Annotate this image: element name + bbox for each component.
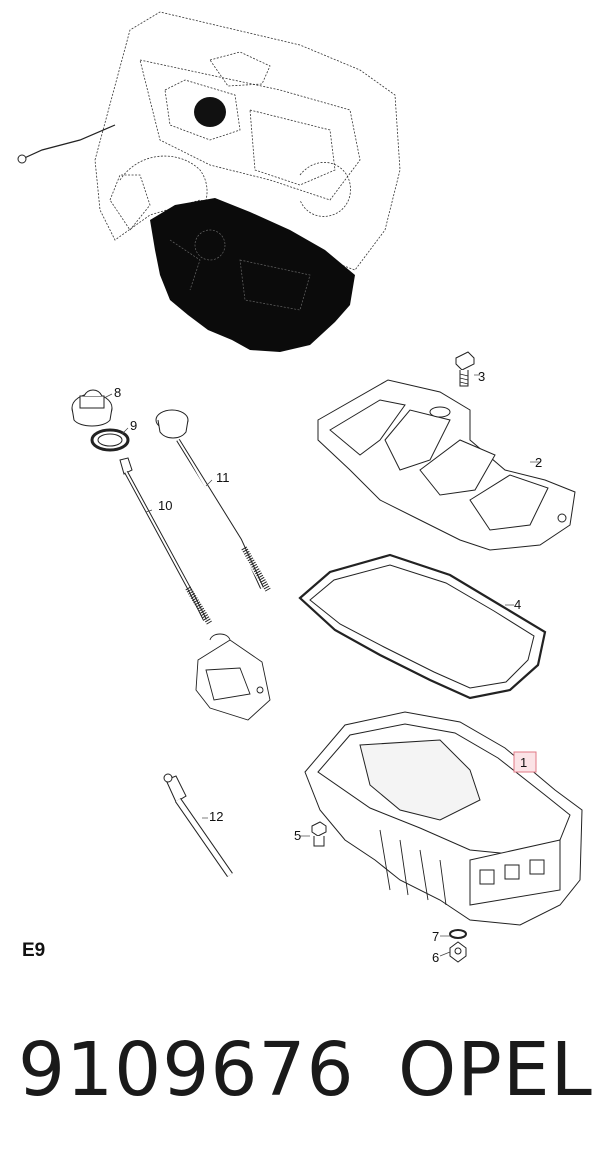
callout-1-highlight-box xyxy=(513,751,537,773)
oil-pan xyxy=(304,711,583,926)
callout-4[interactable]: 4 xyxy=(514,597,521,612)
callout-7[interactable]: 7 xyxy=(432,929,439,944)
oil-filler-cap xyxy=(71,389,113,427)
callout-2[interactable]: 2 xyxy=(535,455,542,470)
callout-6[interactable]: 6 xyxy=(432,950,439,965)
engine-oil-pan-details xyxy=(169,229,311,311)
seal-ring xyxy=(90,428,130,452)
callout-12[interactable]: 12 xyxy=(209,809,223,824)
callout-3[interactable]: 3 xyxy=(478,369,485,384)
engine-dipstick-illustration xyxy=(17,124,116,164)
drain-plug-washer xyxy=(449,929,467,939)
callout-11[interactable]: 11 xyxy=(216,470,230,485)
small-bolt xyxy=(311,821,327,847)
bolt xyxy=(455,351,475,387)
drain-plug xyxy=(449,941,467,963)
oil-level-sensor xyxy=(163,773,233,877)
dipstick xyxy=(155,409,271,592)
callout-8[interactable]: 8 xyxy=(114,385,121,400)
brand-name: OPEL xyxy=(398,1027,593,1113)
footer: 9109676 OPEL xyxy=(0,1025,600,1145)
callout-1[interactable]: 1 xyxy=(520,755,527,770)
parts-diagram: 1 2 3 4 5 6 7 8 9 10 11 12 xyxy=(17,11,583,965)
callout-5[interactable]: 5 xyxy=(294,828,301,843)
engine-block-illustration xyxy=(94,11,401,271)
dipstick-bracket xyxy=(195,633,271,721)
callout-10[interactable]: 10 xyxy=(158,498,172,513)
callout-9[interactable]: 9 xyxy=(130,418,137,433)
oil-filler-cap-illustration xyxy=(194,97,226,127)
leader-lines xyxy=(103,374,540,957)
dipstick-guide xyxy=(119,457,213,626)
baffle-plate xyxy=(317,379,576,551)
part-number: 9109676 xyxy=(18,1027,355,1113)
engine-oil-pan-highlight xyxy=(150,198,355,352)
section-code: E9 xyxy=(22,940,46,961)
oil-pan-gasket xyxy=(298,553,547,700)
